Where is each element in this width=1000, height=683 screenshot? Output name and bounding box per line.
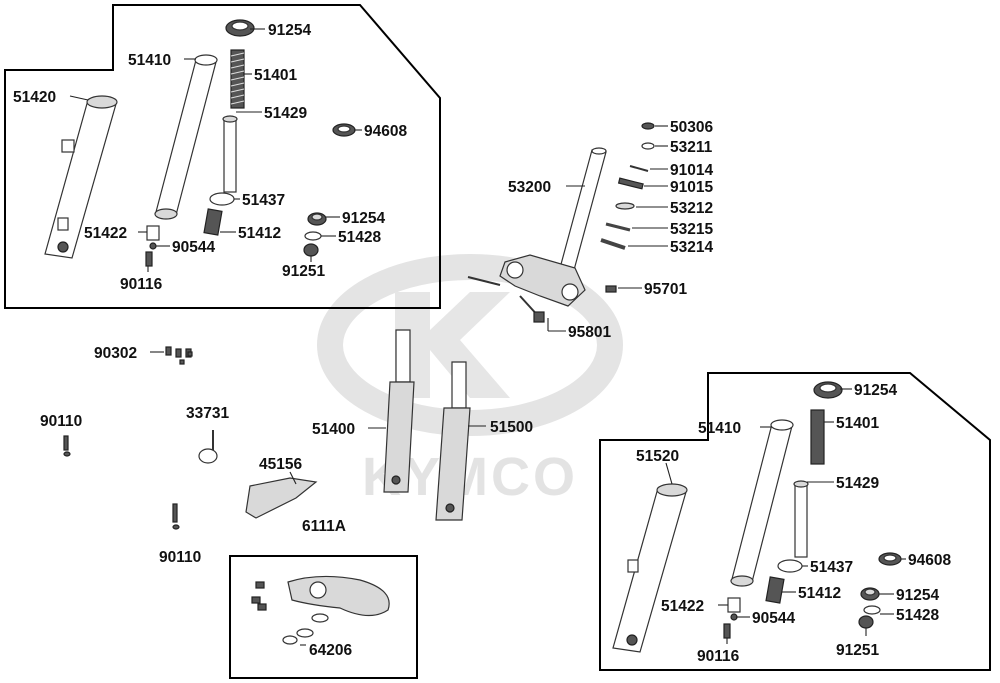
label-51520: 51520 <box>636 448 679 465</box>
label-90302: 90302 <box>94 345 137 362</box>
label-94608: 94608 <box>908 552 951 569</box>
label-95701: 95701 <box>644 281 687 298</box>
label-90116: 90116 <box>697 648 740 665</box>
label-33731: 33731 <box>186 405 229 422</box>
label-90544: 90544 <box>172 239 215 256</box>
label-51401: 51401 <box>254 67 297 84</box>
label-53212: 53212 <box>670 200 713 217</box>
steering-stem-parts <box>467 122 655 323</box>
label-53214: 53214 <box>670 239 713 256</box>
label-51410: 51410 <box>128 52 171 69</box>
label-51422: 51422 <box>84 225 127 242</box>
bracket-kit-parts <box>251 575 390 645</box>
label-51400: 51400 <box>312 421 355 438</box>
label-91254: 91254 <box>342 210 385 227</box>
label-53200: 53200 <box>508 179 551 196</box>
bracket-kit-frame <box>229 555 418 679</box>
label-51429: 51429 <box>836 475 879 492</box>
label-51412: 51412 <box>798 585 841 602</box>
label-64206: 64206 <box>309 642 352 659</box>
left-fork-parts <box>44 19 356 267</box>
left-assembly-frame <box>4 4 441 309</box>
leader-lines <box>69 28 906 646</box>
label-51420: 51420 <box>13 89 56 106</box>
label-94608: 94608 <box>364 123 407 140</box>
label-6111a: 6111A <box>302 518 346 535</box>
label-53215: 53215 <box>670 221 713 238</box>
label-90110: 90110 <box>40 413 82 430</box>
label-91251: 91251 <box>836 642 879 659</box>
label-51500: 51500 <box>490 419 533 436</box>
label-53211: 53211 <box>670 139 713 156</box>
part-number-labels: 91254 51410 51401 51420 51429 94608 5143… <box>13 22 951 665</box>
label-91254: 91254 <box>896 587 939 604</box>
label-90110: 90110 <box>159 549 201 566</box>
label-91015: 91015 <box>670 179 713 196</box>
label-91251: 91251 <box>282 263 325 280</box>
label-51428: 51428 <box>338 229 381 246</box>
label-50306: 50306 <box>670 119 713 136</box>
label-51437: 51437 <box>242 192 285 209</box>
label-51401: 51401 <box>836 415 879 432</box>
label-45156: 45156 <box>259 456 302 473</box>
label-91254: 91254 <box>854 382 897 399</box>
label-51410: 51410 <box>698 420 741 437</box>
label-95801: 95801 <box>568 324 611 341</box>
label-90116: 90116 <box>120 276 163 293</box>
label-51422: 51422 <box>661 598 704 615</box>
right-assembly-frame <box>599 372 991 671</box>
label-91014: 91014 <box>670 162 713 179</box>
right-fork-parts <box>612 381 902 653</box>
center-parts <box>63 329 471 530</box>
label-51412: 51412 <box>238 225 281 242</box>
label-51428: 51428 <box>896 607 939 624</box>
label-51437: 51437 <box>810 559 853 576</box>
label-90544: 90544 <box>752 610 795 627</box>
label-91254: 91254 <box>268 22 311 39</box>
label-51429: 51429 <box>264 105 307 122</box>
